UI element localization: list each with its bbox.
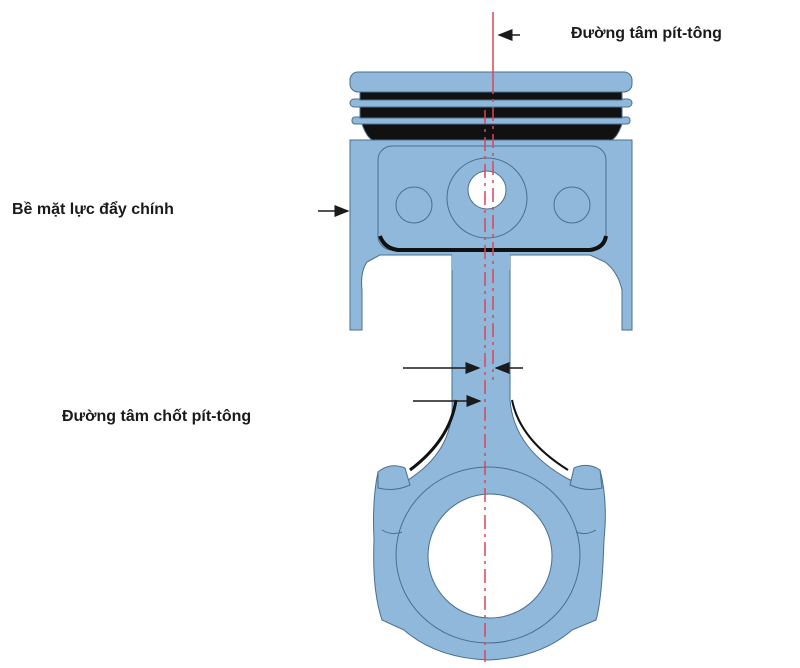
piston xyxy=(349,71,633,331)
ring-groove xyxy=(359,106,623,119)
label-piston-pin-centerline: Đường tâm chốt pít-tông xyxy=(62,408,252,425)
pin-hole xyxy=(467,170,507,210)
crank-bore xyxy=(427,493,553,619)
label-major-thrust-face: Bề mặt lực đẩy chính xyxy=(12,201,174,218)
piston-crown xyxy=(349,71,633,93)
label-piston-centerline: Đường tâm pít-tông xyxy=(571,25,722,42)
ring-groove xyxy=(361,123,623,141)
connecting-rod xyxy=(373,249,606,661)
